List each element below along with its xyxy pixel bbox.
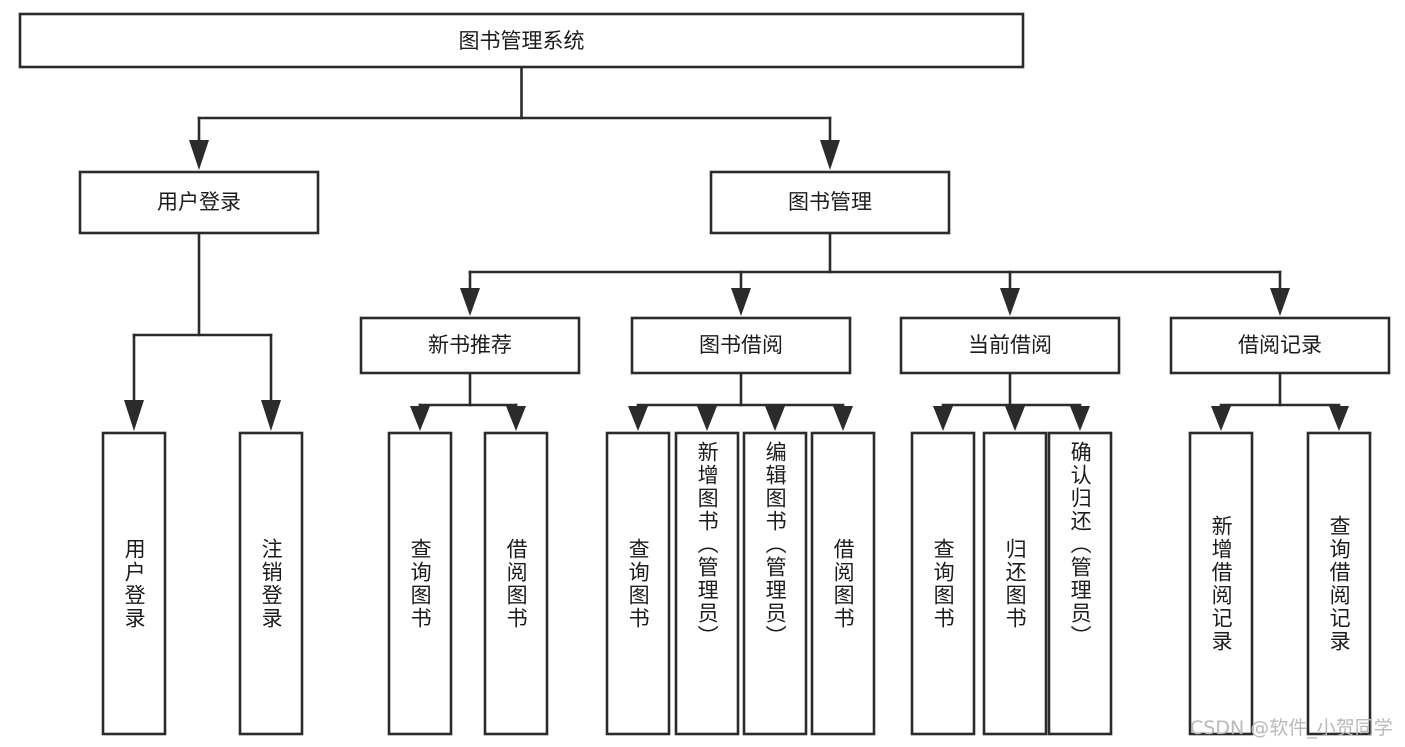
arrowhead-borrow-leaf-3 — [765, 406, 785, 431]
connector-layer — [124, 65, 1349, 431]
node-book-management-label: 图书管理 — [788, 190, 872, 214]
node-borrow-record[interactable] — [1169, 316, 1391, 375]
node-current-borrow[interactable] — [899, 316, 1121, 375]
arrowhead-newbook-leaf-1 — [410, 406, 430, 431]
node-layer: 图书管理系统 用户登录 图书管理 新书推荐 图书借阅 当前借阅 借阅记录 — [18, 12, 1391, 736]
node-book-borrow-label: 图书借阅 — [699, 333, 783, 357]
arrowhead-leaf-login-2 — [261, 400, 281, 431]
arrowhead-leaf-login-1 — [124, 400, 144, 431]
leaf-box-current-query[interactable] — [910, 431, 976, 736]
arrowhead-record-leaf-2 — [1329, 406, 1349, 431]
leaf-box-current-return[interactable] — [982, 431, 1048, 736]
arrowhead-newbook-leaf-2 — [506, 406, 526, 431]
node-new-book-recommend-label: 新书推荐 — [428, 333, 512, 357]
node-root[interactable] — [18, 12, 1025, 69]
leaf-box-newbook-query[interactable] — [387, 431, 453, 736]
leaf-box-current-confirm[interactable] — [1047, 431, 1113, 736]
node-book-management[interactable] — [709, 170, 951, 235]
arrowhead-borrow — [731, 288, 751, 316]
node-new-book-recommend[interactable] — [359, 316, 581, 375]
arrowhead-current-leaf-2 — [1005, 406, 1025, 431]
arrowhead-record-leaf-1 — [1211, 406, 1231, 431]
arrowhead-record — [1270, 288, 1290, 316]
arrowhead-borrow-leaf-4 — [833, 406, 853, 431]
leaf-box-logout-login[interactable] — [238, 431, 304, 736]
arrowhead-bookmgmt — [820, 140, 840, 170]
arrowhead-current — [1000, 288, 1020, 316]
node-borrow-record-label: 借阅记录 — [1238, 333, 1322, 357]
node-book-borrow[interactable] — [630, 316, 852, 375]
arrowhead-borrow-leaf-1 — [628, 406, 648, 431]
leaf-box-borrow-lend[interactable] — [810, 431, 876, 736]
node-user-login[interactable] — [78, 170, 320, 235]
leaf-box-borrow-add[interactable] — [674, 431, 740, 736]
arrowhead-current-leaf-3 — [1070, 406, 1090, 431]
leaf-box-user-login[interactable] — [101, 431, 167, 736]
node-user-login-label: 用户登录 — [157, 190, 241, 214]
arrowhead-borrow-leaf-2 — [697, 406, 717, 431]
node-root-label: 图书管理系统 — [459, 29, 585, 53]
arrowhead-newbook — [460, 288, 480, 316]
leaf-box-newbook-borrow[interactable] — [483, 431, 549, 736]
leaf-box-record-add[interactable] — [1188, 431, 1254, 736]
arrowhead-current-leaf-1 — [933, 406, 953, 431]
arrowhead-login — [189, 140, 209, 170]
leaf-box-borrow-edit[interactable] — [742, 431, 808, 736]
leaf-box-record-query[interactable] — [1306, 431, 1372, 736]
node-current-borrow-label: 当前借阅 — [968, 333, 1052, 357]
leaf-box-borrow-query[interactable] — [605, 431, 671, 736]
